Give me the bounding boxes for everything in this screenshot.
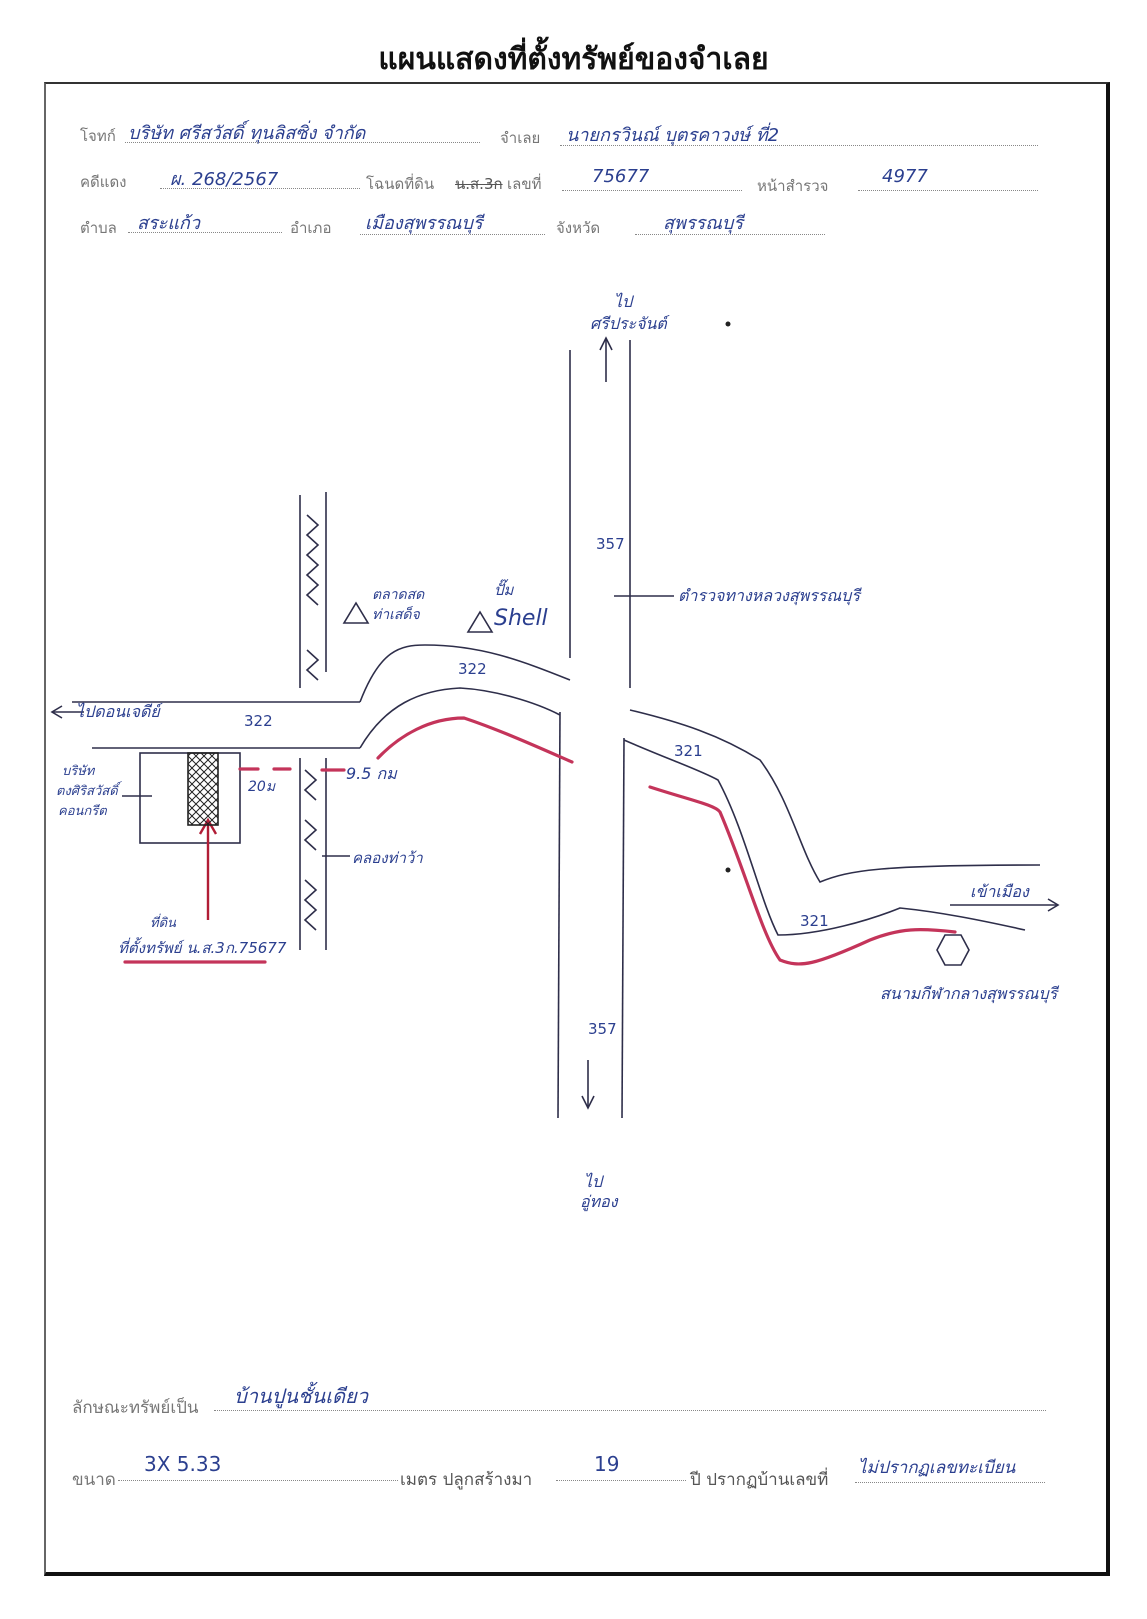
canal-wave-north — [305, 514, 320, 606]
company-label-3: คอนกรีต — [58, 804, 107, 819]
case-label: คดีแดง — [80, 173, 127, 191]
stadium-label: สนามกีฬากลางสุพรรณบุรี — [880, 984, 1058, 1003]
gas-brand: Shell — [494, 606, 548, 631]
case-value: ผ. 268/2567 — [170, 169, 279, 190]
market-label: ตลาดสด — [372, 587, 425, 603]
plaintiff-label: โจทก์ — [80, 127, 116, 145]
district-label: อำเภอ — [290, 219, 332, 237]
route-322 — [376, 716, 574, 764]
property-parcel — [187, 752, 219, 826]
road-322-bend-north — [359, 644, 426, 703]
deed-no-label: เลขที่ — [507, 175, 542, 193]
highway-office-label: ตำรวจทางหลวงสุพรรณบุรี — [678, 586, 860, 605]
road-357-bottom-label: 357 — [588, 1020, 617, 1038]
road-357-east-edge-south — [621, 737, 625, 1119]
gas-label: ปั๊ม — [494, 581, 514, 599]
distance-9-5km: 9.5 กม — [346, 764, 397, 783]
property-label-2: ที่ตั้งทรัพย์ น.ส.3ก.75677 — [118, 939, 287, 957]
road-322-north-edge-east — [424, 644, 571, 681]
to-east-label: เข้าเมือง — [970, 882, 1029, 901]
road-357-west-edge-south — [557, 711, 561, 1119]
asset-value: บ้านปูนชั้นเดียว — [234, 1384, 368, 1408]
document-frame — [44, 82, 1110, 1576]
deed-type: น.ส.3ก — [455, 175, 503, 193]
market-triangle — [342, 601, 370, 624]
house-label: ปี ปรากฏบ้านเลขที่ — [690, 1470, 829, 1490]
company-label-2: ตงศิริสวัสดิ์ — [56, 784, 118, 799]
road-321-label-b: 321 — [800, 912, 829, 930]
road-322-label-b: 322 — [458, 660, 487, 678]
to-south-place: อู่ทอง — [580, 1192, 618, 1211]
company-label: บริษัท — [62, 764, 95, 779]
to-south-label: ไป — [584, 1172, 603, 1191]
deed-no-value: 75677 — [592, 166, 650, 187]
canal-label: คลองท่าว้า — [352, 849, 423, 867]
property-label: ที่ดิน — [150, 916, 176, 931]
canal-wave-south-2 — [303, 819, 318, 851]
road-322-south-edge-east — [359, 687, 561, 749]
to-north-label: ไป — [614, 292, 633, 311]
house-value: ไม่ปรากฏเลขทะเบียน — [858, 1458, 1016, 1478]
market-label-2: ท่าเสด็จ — [372, 607, 420, 623]
province-value: สุพรรณบุรี — [663, 213, 743, 234]
canal-wave-south-3 — [303, 879, 318, 931]
gas-station-triangle — [466, 610, 494, 633]
west-arrowhead — [50, 705, 63, 719]
subdistrict-label: ตำบล — [80, 219, 117, 237]
survey-value: 4977 — [882, 166, 928, 187]
road-357-top-label: 357 — [596, 535, 625, 553]
deed-label: โฉนดที่ดิน — [366, 175, 435, 193]
road-321-south-edge — [623, 739, 1026, 936]
road-322-label-a: 322 — [244, 712, 273, 730]
defendant-label: จำเลย — [500, 129, 541, 147]
plaintiff-value: บริษัท ศรีสวัสดิ์ ทุนลิสซิ่ง จำกัด — [128, 123, 366, 144]
subdistrict-value: สระแก้ว — [137, 213, 200, 234]
to-west-label: ไปดอนเจดีย์ — [76, 702, 160, 721]
east-arrowhead — [1047, 898, 1060, 912]
stadium-hexagon — [936, 934, 970, 966]
size-value: 3X 5.33 — [144, 1452, 222, 1476]
years-value: 19 — [594, 1452, 620, 1476]
size-label: ขนาด — [72, 1470, 116, 1490]
defendant-value: นายกรวินณ์ บุตรคาวงษ์ ที่2 — [566, 125, 780, 146]
road-321-north-edge — [629, 709, 1041, 883]
canal-wave-south — [303, 769, 318, 801]
canal-wave-north-2 — [305, 649, 320, 681]
asset-label: ลักษณะทรัพย์เป็น — [72, 1398, 199, 1418]
page-title: แผนแสดงที่ตั้งทรัพย์ของจำเลย — [378, 42, 769, 77]
distance-20m: 20ม — [248, 779, 276, 795]
north-arrowhead — [599, 336, 613, 351]
meter-label: เมตร ปลูกสร้างมา — [400, 1470, 533, 1490]
south-arrowhead — [581, 1095, 595, 1110]
survey-label: หน้าสำรวจ — [757, 177, 829, 195]
route-321 — [648, 785, 957, 966]
road-321-label-a: 321 — [674, 742, 703, 760]
to-north-place: ศรีประจันต์ — [590, 314, 667, 333]
province-label: จังหวัด — [556, 219, 601, 237]
district-value: เมืองสุพรรณบุรี — [365, 213, 483, 234]
